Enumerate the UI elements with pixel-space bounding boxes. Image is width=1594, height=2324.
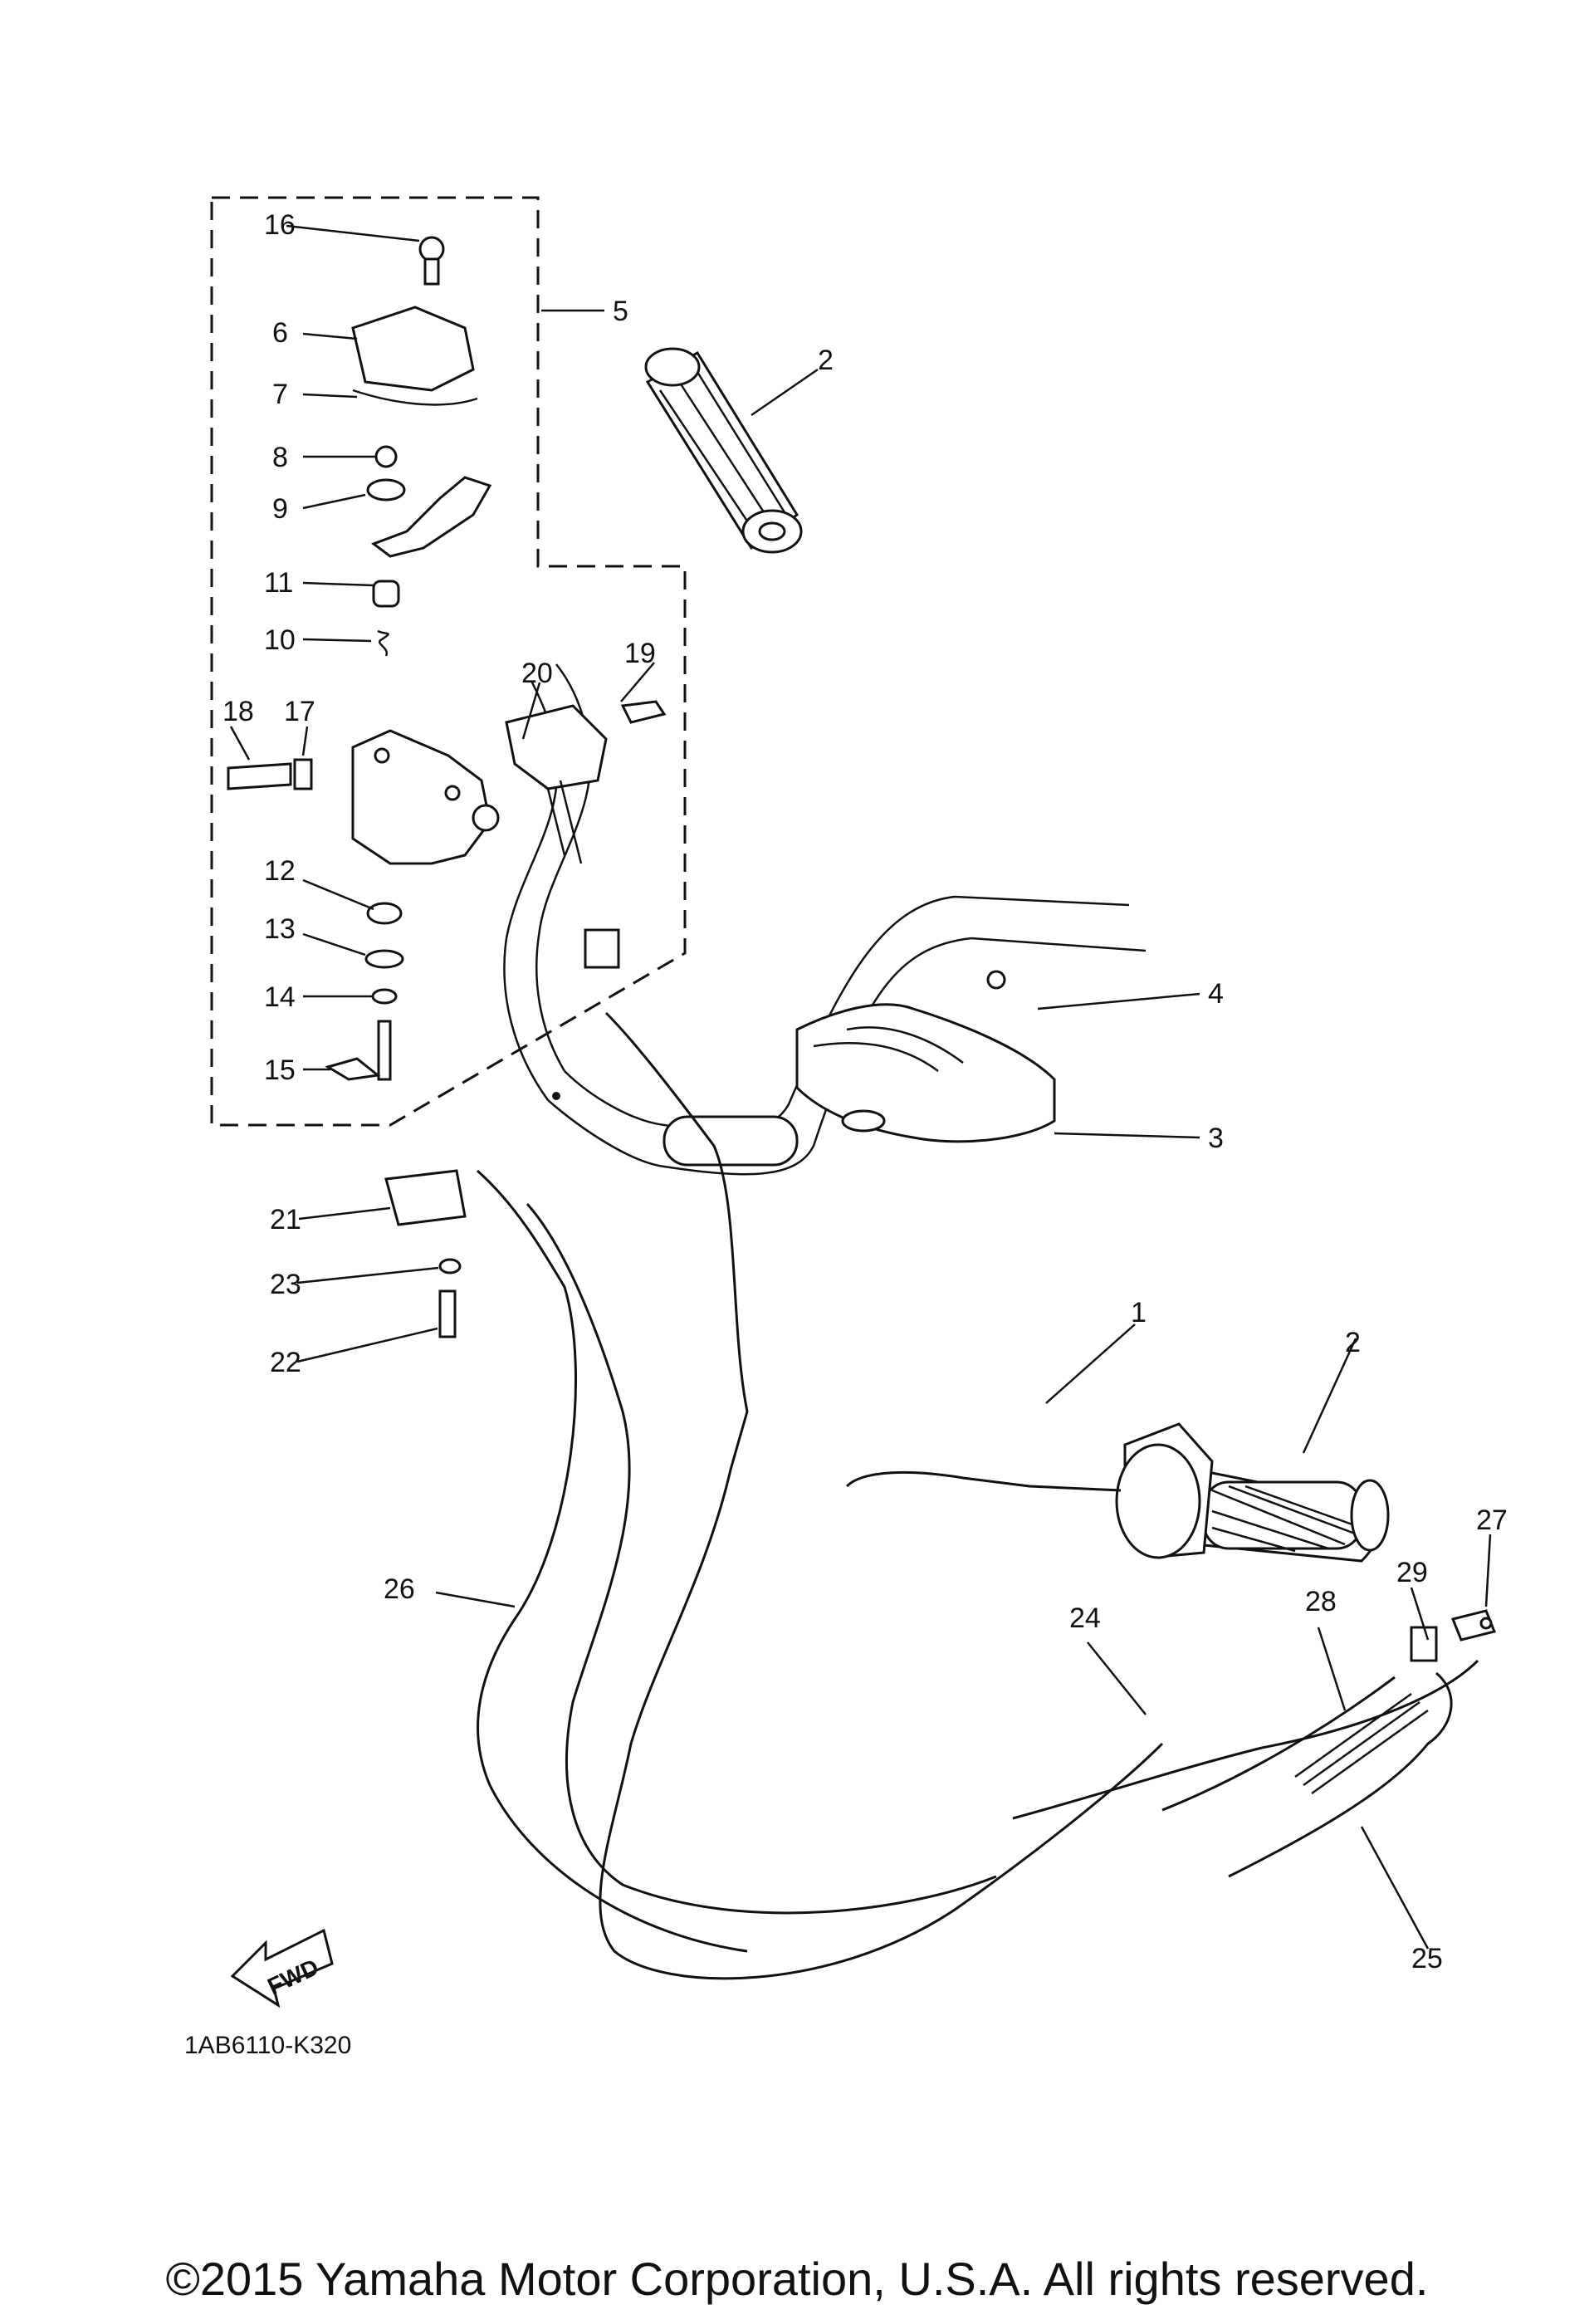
small-parts: [227, 236, 492, 1338]
throttle-housing: [1115, 1422, 1214, 1559]
callout-17: 17: [284, 696, 315, 727]
grip-right-upper: [644, 347, 803, 554]
cables: [477, 1011, 1479, 1980]
callout-26: 26: [384, 1573, 415, 1605]
callout-6: 6: [272, 317, 288, 349]
callout-21: 21: [270, 1204, 301, 1235]
callout-4: 4: [1208, 978, 1224, 1010]
callout-11: 11: [264, 567, 293, 599]
handlebar-cover: [795, 970, 1056, 1143]
leader-lines: [229, 224, 1492, 1950]
callout-2b: 2: [1345, 1327, 1361, 1358]
callout-16: 16: [264, 209, 296, 241]
copyright-notice: ©2015 Yamaha Motor Corporation, U.S.A. A…: [165, 2253, 1429, 2305]
callout-2a: 2: [818, 345, 834, 376]
callout-14: 14: [264, 981, 296, 1013]
callout-25: 25: [1411, 1943, 1443, 1974]
callout-13: 13: [264, 913, 296, 945]
callout-12: 12: [264, 855, 296, 887]
callout-7: 7: [272, 379, 288, 410]
handlebar: [503, 663, 1147, 1176]
callout-24: 24: [1069, 1602, 1101, 1634]
callout-29: 29: [1396, 1557, 1428, 1588]
callout-10: 10: [264, 624, 296, 656]
callout-19: 19: [624, 638, 656, 669]
callout-9: 9: [272, 493, 288, 525]
callout-23: 23: [270, 1269, 301, 1300]
switch-housing: [351, 700, 667, 969]
throttle-cable-end: [845, 1470, 1122, 1492]
callout-8: 8: [272, 442, 288, 473]
callout-18: 18: [222, 696, 254, 727]
fwd-arrow-icon: FWD: [230, 1928, 334, 2008]
grip-right-lower: [1194, 1468, 1390, 1563]
callout-3: 3: [1208, 1123, 1224, 1154]
adjuster-parts: [1294, 1609, 1497, 1795]
callout-20: 20: [521, 658, 553, 689]
drawing-code: 1AB6110-K320: [184, 2032, 351, 2059]
callout-1: 1: [1131, 1297, 1147, 1328]
callout-27: 27: [1476, 1504, 1508, 1536]
callout-28: 28: [1305, 1586, 1337, 1617]
callout-15: 15: [264, 1054, 296, 1086]
callout-5: 5: [613, 296, 628, 327]
callout-22: 22: [270, 1347, 301, 1378]
